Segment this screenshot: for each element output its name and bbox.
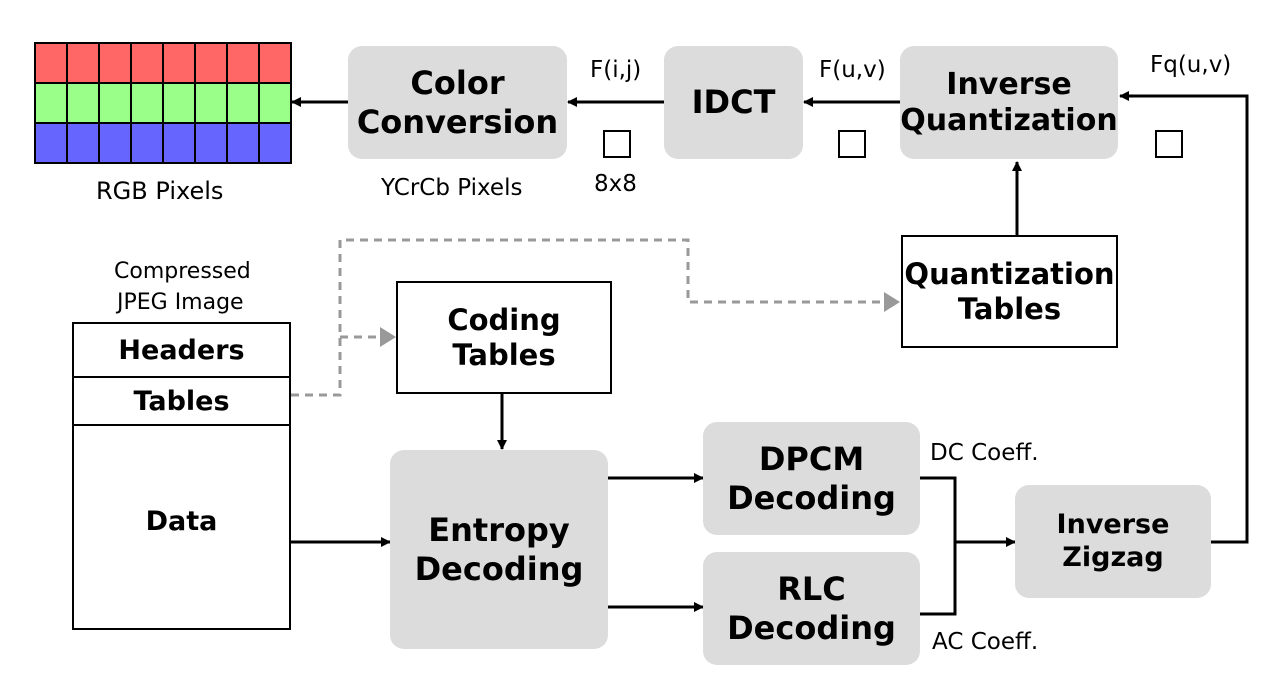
pixel-cell (194, 82, 228, 124)
pixel-cell (226, 122, 260, 164)
inverse-zigzag-line2: Zigzag (1062, 541, 1164, 573)
dc-coeff-label: DC Coeff. (930, 440, 1039, 466)
dashed-tables-link (291, 238, 888, 397)
coding-tables-label: Coding Tables (447, 302, 561, 372)
pixel-cell (258, 82, 292, 124)
pixel-cell (226, 42, 260, 84)
pixel-cell (258, 42, 292, 84)
pixel-cell (162, 42, 196, 84)
coding-tables-node: Coding Tables (396, 281, 612, 394)
entropy-decoding-line1: Entropy (428, 511, 570, 550)
inverse-quantization-line2: Quantization (900, 102, 1118, 138)
inverse-zigzag-line1: Inverse (1056, 509, 1170, 541)
pixel-cell (258, 122, 292, 164)
pixel-cell (130, 82, 164, 124)
ac-coeff-label: AC Coeff. (932, 629, 1039, 655)
block-square-fuv (838, 130, 866, 158)
entropy-decoding-node: Entropy Decoding (390, 450, 608, 649)
pixel-cell (98, 82, 132, 124)
dpcm-decoding-line2: Decoding (727, 478, 896, 517)
ycrcb-pixels-label: YCrCb Pixels (381, 175, 523, 201)
block-square-fquv (1155, 130, 1183, 158)
color-conversion-line2: Conversion (356, 102, 559, 141)
pixel-cell (130, 122, 164, 164)
color-conversion-node: Color Conversion (348, 46, 567, 159)
idct-node: IDCT (664, 46, 803, 159)
quantization-tables-line1: Quantization (904, 256, 1115, 291)
pixel-cell (66, 82, 100, 124)
pixel-cell (162, 122, 196, 164)
line-dpcm-merge (920, 476, 957, 616)
jpeg-file-stack: Headers Tables Data (72, 322, 291, 630)
rlc-decoding-line1: RLC (777, 570, 846, 609)
jpeg-caption-line2: JPEG Image (117, 290, 244, 315)
rgb-pixel-grid (34, 42, 292, 164)
pixel-cell (66, 122, 100, 164)
block-square-fij (603, 130, 631, 158)
dashed-arrowhead-coding (380, 327, 396, 347)
color-conversion-line1: Color (410, 64, 505, 103)
pixel-cell (34, 82, 68, 124)
jpeg-tables-section: Tables (74, 378, 289, 426)
dpcm-decoding-node: DPCM Decoding (703, 422, 920, 535)
pixel-cell (34, 122, 68, 164)
pixel-cell (98, 122, 132, 164)
jpeg-data-label: Data (145, 506, 218, 537)
idct-label: IDCT (691, 83, 776, 122)
jpeg-headers-section: Headers (74, 324, 289, 378)
inverse-zigzag-node: Inverse Zigzag (1015, 485, 1211, 598)
pixel-cell (34, 42, 68, 84)
dashed-arrowhead-quant (884, 292, 900, 312)
f-ij-label: F(i,j) (590, 57, 642, 83)
dpcm-decoding-line1: DPCM (758, 440, 865, 479)
jpeg-caption-line1: Compressed (114, 259, 251, 284)
fq-uv-label: Fq(u,v) (1150, 52, 1232, 78)
pixel-cell (194, 122, 228, 164)
pixel-cell (194, 42, 228, 84)
jpeg-data-section: Data (74, 426, 289, 628)
pixel-cell (66, 42, 100, 84)
quantization-tables-line2: Tables (957, 291, 1062, 326)
inverse-quantization-line1: Inverse (946, 66, 1072, 102)
entropy-decoding-line2: Decoding (414, 549, 584, 588)
pixel-cell (98, 42, 132, 84)
f-uv-label: F(u,v) (819, 57, 886, 83)
jpeg-headers-label: Headers (118, 334, 245, 366)
rgb-pixels-label: RGB Pixels (96, 177, 224, 205)
block-size-label: 8x8 (594, 171, 637, 197)
pixel-cell (162, 82, 196, 124)
inverse-quantization-node: Inverse Quantization (900, 46, 1118, 159)
pixel-cell (130, 42, 164, 84)
jpeg-tables-label: Tables (133, 385, 230, 417)
pixel-cell (226, 82, 260, 124)
arrow-zigzag-to-iq (1119, 91, 1249, 544)
quantization-tables-node: Quantization Tables (901, 235, 1118, 348)
rlc-decoding-node: RLC Decoding (703, 552, 920, 665)
rlc-decoding-line2: Decoding (727, 608, 896, 647)
